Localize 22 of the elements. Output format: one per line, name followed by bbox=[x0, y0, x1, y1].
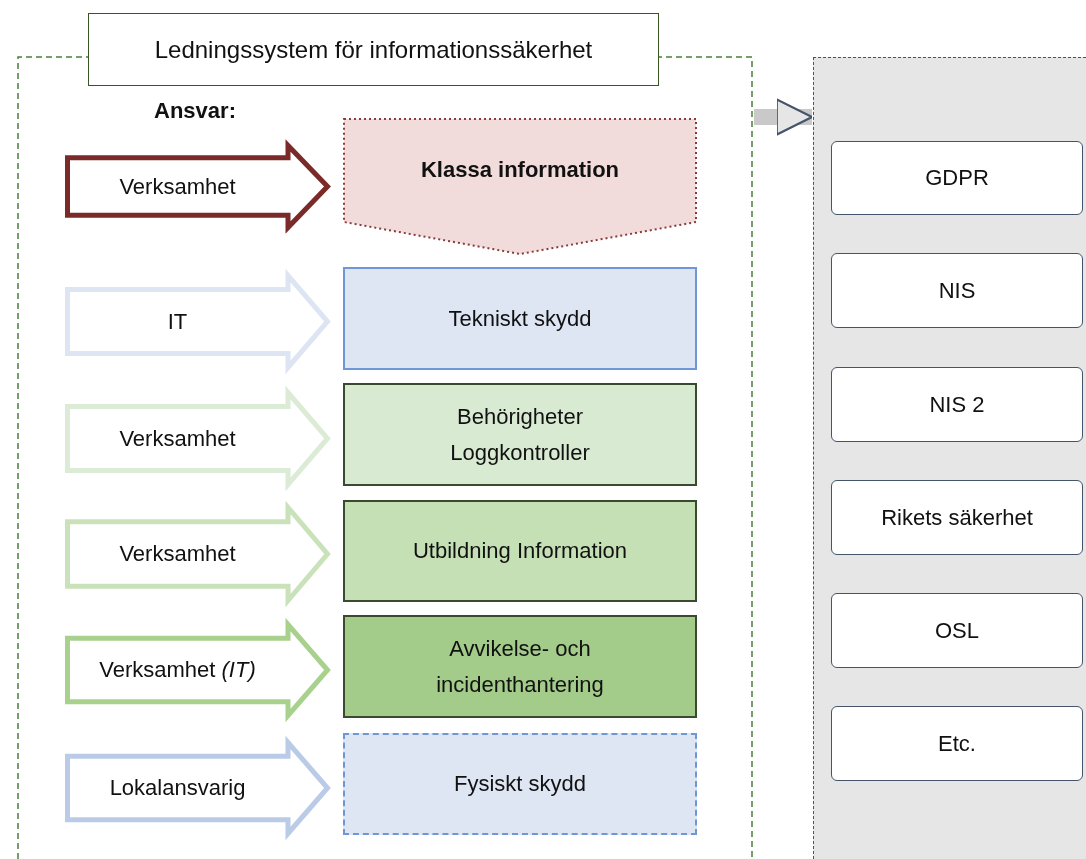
process-box: GDPR bbox=[831, 141, 1083, 215]
process-box: Fysiskt skydd bbox=[343, 733, 697, 835]
process-box: Behörigheter Loggkontroller bbox=[343, 383, 697, 486]
process-box: OSL bbox=[831, 593, 1083, 668]
process-box: Rikets säkerhet bbox=[831, 480, 1083, 555]
arrow-label: Lokalansvarig bbox=[108, 774, 247, 803]
arrow-label: Verksamhet (IT) bbox=[98, 656, 257, 685]
panel-background bbox=[813, 57, 1086, 859]
heading-box: Ledningssystem för informationssäkerhet bbox=[88, 13, 659, 86]
process-box: Etc. bbox=[831, 706, 1083, 781]
process-box: Utbildning Information bbox=[343, 500, 697, 602]
arrow-label: Verksamhet bbox=[118, 424, 237, 453]
arrow-label: Verksamhet bbox=[118, 172, 237, 201]
arrow-label: Verksamhet bbox=[118, 540, 237, 569]
process-box: NIS 2 bbox=[831, 367, 1083, 442]
box-title: Klassa information bbox=[419, 156, 620, 185]
arrow-label: IT bbox=[166, 307, 189, 336]
heading-label: Ansvar: bbox=[153, 98, 237, 124]
process-box: Avvikelse- och incidenthantering bbox=[343, 615, 697, 718]
process-box: NIS bbox=[831, 253, 1083, 328]
process-box: Tekniskt skydd bbox=[343, 267, 697, 370]
arrow bbox=[754, 98, 814, 136]
